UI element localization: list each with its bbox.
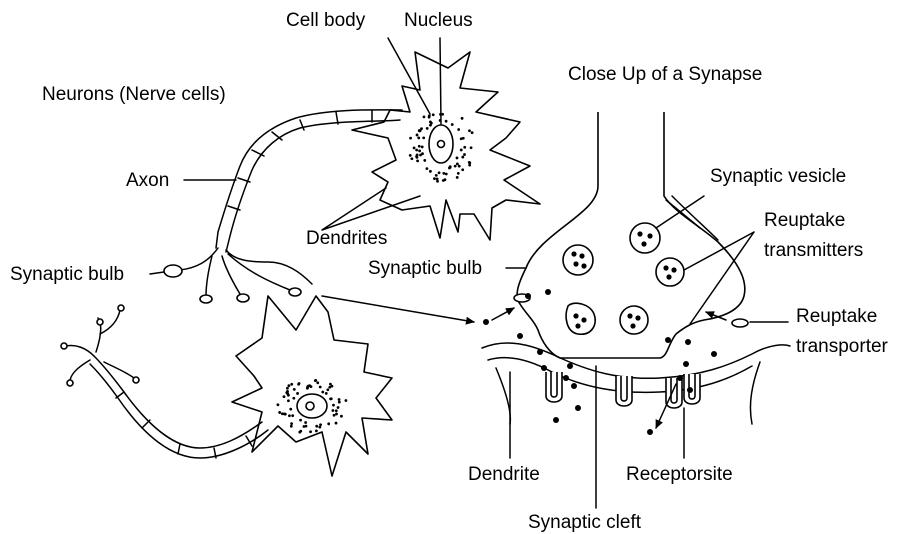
label-reuptake-transmitters-line2: transmitters bbox=[764, 240, 863, 261]
label-nucleus: Nucleus bbox=[404, 10, 473, 31]
reuptake-transporter-right bbox=[732, 319, 748, 327]
label-synaptic-cleft: Synaptic cleft bbox=[528, 512, 642, 533]
label-receptorsite: Receptorsite bbox=[626, 464, 733, 485]
zoom-arrow bbox=[322, 296, 474, 322]
synapse-title: Close Up of a Synapse bbox=[568, 64, 762, 85]
label-reuptake-transporter-line2: transporter bbox=[796, 336, 889, 357]
diagram-title: Neurons (Nerve cells) bbox=[42, 84, 226, 105]
label-synaptic-bulb-left: Synaptic bulb bbox=[10, 264, 124, 285]
label-cell-body: Cell body bbox=[286, 10, 366, 31]
label-reuptake-transporter-line1: Reuptake bbox=[796, 306, 877, 327]
label-synaptic-bulb-right: Synaptic bulb bbox=[368, 258, 482, 279]
label-synaptic-vesicle: Synaptic vesicle bbox=[710, 166, 846, 187]
lower-neuron bbox=[61, 296, 392, 476]
upper-nucleolus-shape bbox=[438, 141, 445, 148]
label-axon: Axon bbox=[126, 170, 169, 191]
label-dendrite: Dendrite bbox=[468, 464, 540, 485]
label-dendrites: Dendrites bbox=[306, 228, 387, 249]
receptor-sites bbox=[546, 372, 700, 408]
upper-synaptic-bulb bbox=[164, 265, 182, 277]
label-reuptake-transmitters-line1: Reuptake bbox=[764, 210, 845, 231]
synapse-closeup bbox=[482, 112, 790, 435]
